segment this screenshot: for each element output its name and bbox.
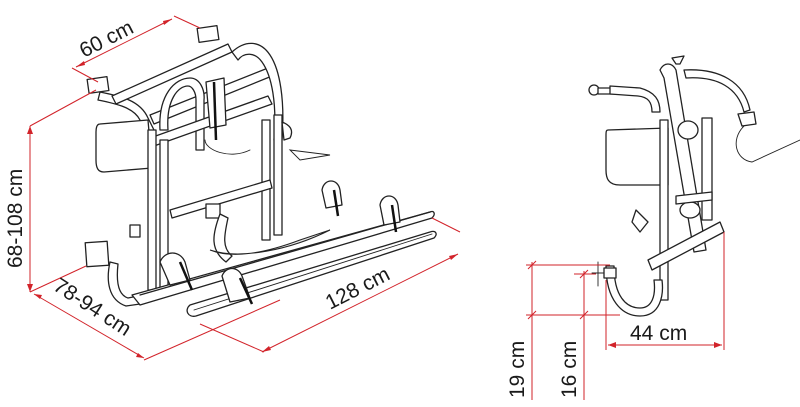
bike-rack-perspective-drawing (84, 25, 437, 317)
label-68-108cm: 68-108 cm (4, 169, 27, 268)
label-44cm: 44 cm (630, 322, 687, 345)
dimension-19cm: 19 cm (506, 260, 620, 400)
label-60cm: 60 cm (76, 16, 137, 62)
bike-rack-side-drawing (588, 55, 800, 317)
dimension-16cm: 16 cm (558, 269, 596, 400)
dimension-44cm: 44 cm (605, 232, 725, 350)
label-19cm: 19 cm (506, 341, 529, 398)
dimension-68-108cm: 68-108 cm (4, 89, 97, 293)
label-16cm: 16 cm (558, 341, 581, 398)
label-78-94cm: 78-94 cm (49, 274, 135, 341)
